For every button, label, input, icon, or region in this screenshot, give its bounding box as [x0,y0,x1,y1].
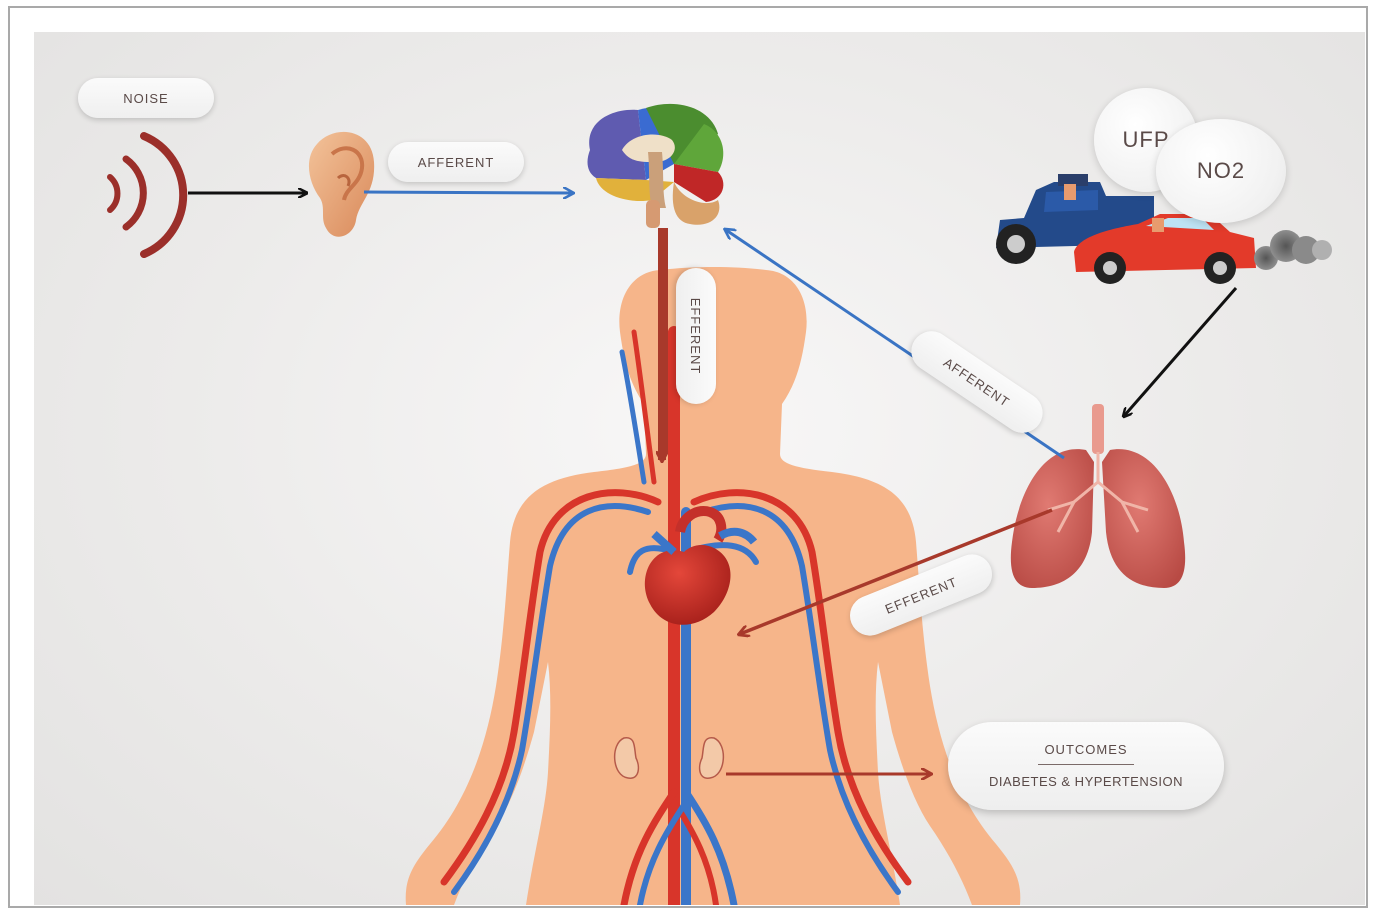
no2-bubble: NO2 [1156,119,1286,223]
outcomes-detail: DIABETES & HYPERTENSION [948,774,1224,789]
sound-waves-icon [110,136,183,254]
lungs-icon [1011,404,1185,588]
afferent-ear-label: AFFERENT [388,142,524,182]
outcomes-divider [1038,764,1134,765]
cars-to-lung-arrow [1124,288,1236,416]
outcomes-title: OUTCOMES [948,742,1224,757]
noise-label: NOISE [78,78,214,118]
efferent-brain-label: EFFERENT [676,268,716,404]
diagram-canvas: NOISE AFFERENT EFFERENT AFFERENT EFFEREN… [34,32,1365,905]
outcomes-box: OUTCOMES DIABETES & HYPERTENSION [948,722,1224,810]
exhaust-smoke-icon [1254,230,1332,270]
ear-to-brain-arrow [364,192,572,193]
figure-frame: NOISE AFFERENT EFFERENT AFFERENT EFFEREN… [8,6,1368,908]
ear-icon [309,132,374,237]
brain-icon [588,104,724,228]
